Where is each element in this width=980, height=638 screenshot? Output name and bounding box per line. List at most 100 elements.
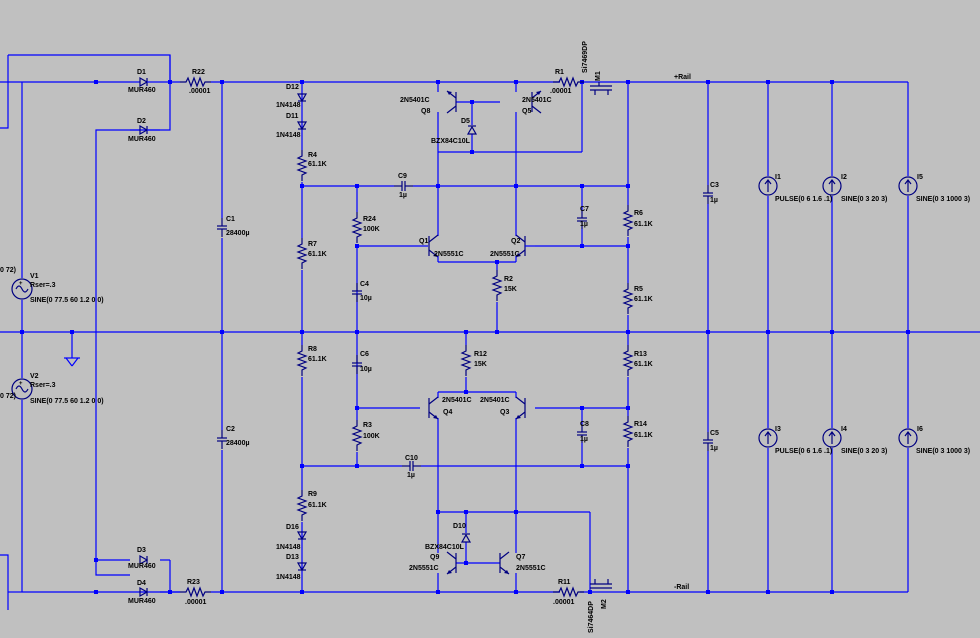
d13-name: D13 — [286, 554, 299, 561]
d10-name: D10 — [453, 523, 466, 530]
i2-value: SINE(0 3 20 3) — [841, 196, 887, 203]
d1-name: D1 — [137, 69, 146, 76]
c7-name: C7 — [580, 206, 589, 213]
r5-name: R5 — [634, 286, 643, 293]
r11-name: R11 — [558, 579, 571, 586]
diode-d13[interactable]: D13 1N4148 — [276, 554, 307, 581]
v2-rser: Rser=.3 — [30, 382, 56, 389]
transistor-q5[interactable]: 2N5401C Q5 — [522, 90, 552, 115]
diode-d1[interactable]: D1 MUR460 — [128, 69, 160, 94]
diode-d11[interactable]: D11 1N4148 — [276, 113, 307, 139]
r8-name: R8 — [308, 346, 317, 353]
q7-name: Q7 — [516, 554, 525, 561]
d3-name: D3 — [137, 547, 146, 554]
transistor-q4[interactable]: 2N5401C Q4 — [428, 396, 472, 420]
transistor-q1[interactable]: Q1 2N5551C — [419, 234, 464, 258]
resistor-r11[interactable]: R11.00001 — [552, 579, 585, 606]
d1-value: MUR460 — [128, 87, 156, 94]
d4-name: D4 — [137, 580, 146, 587]
r1-value: .00001 — [550, 88, 572, 95]
m1-value: Si7469DP — [582, 41, 589, 73]
r13-value: 61.1K — [634, 361, 653, 368]
r14-value: 61.1K — [634, 432, 653, 439]
d5-value: BZX84C10L — [431, 138, 471, 145]
d12-name: D12 — [286, 84, 299, 91]
resistors: R22.00001 R23.00001 R1.00001 R11.00001 R… — [179, 69, 653, 606]
r23-name: R23 — [187, 579, 200, 586]
i1-value: PULSE(0 6 1.6 .1) — [775, 196, 832, 203]
q2-name: Q2 — [511, 238, 520, 245]
resistor-r23[interactable]: R23.00001 — [179, 579, 212, 606]
junction-dots — [20, 80, 910, 594]
r13-name: R13 — [634, 351, 647, 358]
c10-name: C10 — [405, 455, 418, 462]
zener-d5[interactable]: D5 BZX84C10L — [431, 118, 478, 145]
resistor-r13[interactable]: R13 61.1K — [623, 344, 653, 377]
d2-value: MUR460 — [128, 136, 156, 143]
diode-d16[interactable]: D16 1N4148 — [276, 524, 307, 551]
c3-name: C3 — [710, 182, 719, 189]
d2-name: D2 — [137, 118, 146, 125]
transistor-q8[interactable]: 2N5401C Q8 — [400, 90, 457, 115]
i5-value: SINE(0 3 1000 3) — [916, 196, 970, 203]
c6-name: C6 — [360, 351, 369, 358]
transistor-q7[interactable]: Q7 2N5551C — [499, 551, 546, 575]
c7-value: 1µ — [580, 221, 588, 228]
diode-d4[interactable]: D4 MUR460 — [128, 580, 156, 605]
q5-name: Q5 — [522, 108, 531, 115]
resistor-r14[interactable]: R14 61.1K — [623, 415, 653, 448]
mosfet-m2[interactable]: Si7464DP M2 — [588, 579, 612, 633]
i6-value: SINE(0 3 1000 3) — [916, 448, 970, 455]
zener-d10[interactable]: D10 BZX84C10L — [425, 523, 472, 551]
capacitor-c7[interactable]: C7 1µ — [576, 206, 589, 230]
resistor-r1[interactable]: R1.00001 — [550, 69, 585, 95]
diode-d2[interactable]: D2 MUR460 — [128, 118, 160, 143]
v1-name: V1 — [30, 273, 39, 280]
q3-name: Q3 — [500, 409, 509, 416]
v1-partial-label: 0 72) — [0, 267, 16, 274]
source-v2[interactable]: V2 Rser=.3 SINE(0 77.5 60 1.2 0 0) 0 72) — [0, 373, 104, 405]
transistor-q3[interactable]: 2N5401C Q3 — [480, 396, 526, 420]
r14-name: R14 — [634, 421, 647, 428]
wires — [0, 54, 980, 610]
v1-value: SINE(0 77.5 60 1.2 0 0) — [30, 297, 104, 304]
mosfet-m1[interactable]: Si7469DP M1 — [582, 41, 612, 95]
transistor-q9[interactable]: Q9 2N5551C — [409, 551, 457, 575]
c5-value: 1µ — [710, 445, 718, 452]
v2-partial-label: 0 72) — [0, 393, 16, 400]
source-v1[interactable]: V1 Rser=.3 SINE(0 77.5 60 1.2 0 0) 0 72) — [0, 267, 104, 304]
rail-labels: +Rail -Rail — [674, 74, 691, 591]
transistor-q2[interactable]: Q2 2N5551C — [490, 234, 535, 258]
q4-value: 2N5401C — [442, 397, 472, 404]
diode-d3[interactable]: D3 MUR460 — [128, 547, 156, 570]
resistor-r22[interactable]: R22.00001 — [179, 69, 212, 95]
diode-d12[interactable]: D12 1N4148 — [276, 84, 307, 109]
